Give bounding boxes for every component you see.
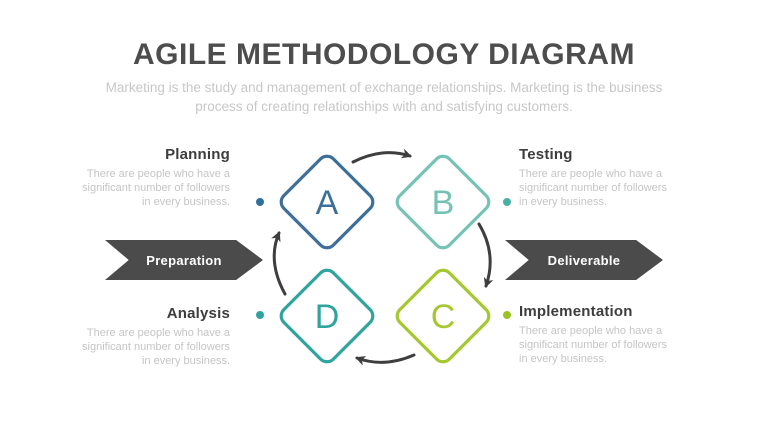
node-a-label: A — [316, 184, 339, 222]
arrow-a-to-b-icon — [351, 148, 412, 164]
section-planning-description: There are people who have a significant … — [82, 168, 230, 208]
section-implementation-description: There are people who have a significant … — [519, 325, 667, 365]
section-analysis: Analysis There are people who have a sig… — [75, 305, 230, 369]
section-implementation: Implementation There are people who have… — [519, 303, 674, 367]
arrow-d-to-a-icon — [271, 231, 287, 296]
section-testing-description: There are people who have a significant … — [519, 168, 667, 208]
section-testing: Testing There are people who have a sign… — [519, 146, 674, 210]
section-analysis-title: Analysis — [166, 305, 230, 322]
section-implementation-title: Implementation — [519, 303, 633, 320]
section-planning-title: Planning — [165, 146, 230, 163]
node-c-label: C — [431, 298, 456, 336]
section-planning: Planning There are people who have a sig… — [75, 146, 230, 210]
node-b-label: B — [432, 184, 455, 222]
page-subtitle: Marketing is the study and management of… — [105, 80, 663, 114]
node-c-diamond — [395, 268, 491, 364]
planning-dot-icon — [256, 198, 264, 206]
node-a-diamond — [279, 154, 375, 250]
deliverable-banner: Deliverable — [505, 240, 663, 280]
preparation-banner-label: Preparation — [146, 252, 222, 268]
arrow-c-to-d-icon — [355, 353, 416, 366]
node-d-diamond — [279, 268, 375, 364]
deliverable-banner-label: Deliverable — [547, 252, 621, 268]
section-testing-title: Testing — [519, 146, 573, 163]
section-analysis-description: There are people who have a significant … — [82, 327, 230, 367]
page-title: AGILE METHODOLOGY DIAGRAM — [133, 38, 635, 71]
preparation-banner: Preparation — [105, 240, 263, 280]
implementation-dot-icon — [503, 311, 511, 319]
arrow-b-to-c-icon — [477, 222, 494, 288]
analysis-dot-icon — [256, 311, 264, 319]
node-b-diamond — [395, 154, 491, 250]
testing-dot-icon — [503, 198, 511, 206]
node-d-label: D — [315, 298, 340, 336]
